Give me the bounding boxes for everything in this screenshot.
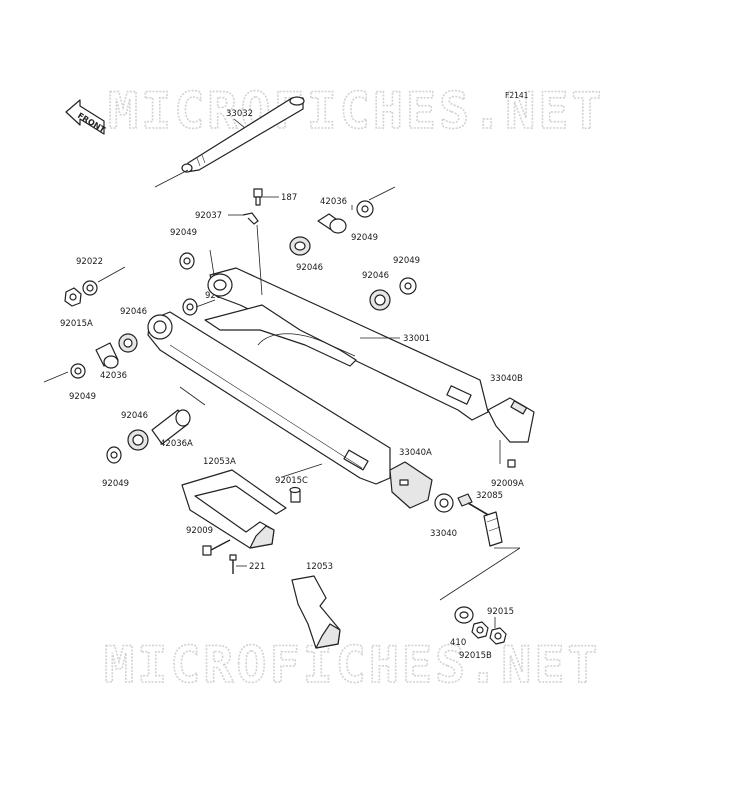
seal-92049-top-right [356, 200, 374, 218]
label-42036-left: 42036 [100, 371, 127, 381]
label-32085: 32085 [476, 491, 503, 501]
label-92049-left: 92049 [69, 392, 96, 402]
block-33040A [389, 461, 433, 509]
label-12053A: 12053A [203, 457, 236, 467]
bolt-92009A [507, 459, 516, 468]
label-92015C: 92015C [275, 476, 308, 486]
label-92046-top: 92046 [296, 263, 323, 273]
bearing-92046-right [369, 289, 391, 311]
bearing-92046-top [289, 236, 311, 256]
label-92046-lower: 92046 [121, 411, 148, 421]
seal-92049-mid-left [182, 298, 198, 316]
plate-33040B [487, 397, 535, 443]
nut-92015 [489, 627, 507, 645]
label-221: 221 [249, 562, 265, 572]
chain-guide-12053 [291, 575, 341, 649]
washer-92022 [82, 280, 98, 296]
label-92049-right: 92049 [393, 256, 420, 266]
front-arrow-icon: FRONT [65, 99, 107, 135]
label-42036-top: 42036 [320, 197, 347, 207]
label-92009A: 92009A [491, 479, 524, 489]
label-92049-upper-left: 92049 [170, 228, 197, 238]
nut-92015A [64, 287, 82, 307]
seal-92049-left [70, 363, 86, 379]
label-92046-left: 92046 [120, 307, 147, 317]
bolt-92009 [202, 539, 231, 556]
label-33040: 33040 [430, 529, 457, 539]
label-92015: 92015 [487, 607, 514, 617]
label-92046-right: 92046 [362, 271, 389, 281]
label-33032: 33032 [226, 109, 253, 119]
label-33040A: 33040A [399, 448, 432, 458]
label-12053: 12053 [306, 562, 333, 572]
label-33001: 33001 [403, 334, 430, 344]
watermark-bottom: MICROFICHES.NET [104, 636, 601, 694]
collar-92015C [289, 486, 301, 503]
bearing-92046-left [118, 333, 138, 353]
washer-410 [454, 606, 474, 624]
pivot-shaft-33032 [181, 96, 305, 173]
label-92049-top-right: 92049 [351, 233, 378, 243]
label-410: 410 [450, 638, 466, 648]
adjuster-33040 [434, 493, 491, 517]
label-92009: 92009 [186, 526, 213, 536]
bearing-92046-lower [127, 429, 149, 451]
label-42036A: 42036A [160, 439, 193, 449]
collar-42036-left [95, 342, 119, 369]
seal-92049-right [399, 277, 417, 295]
label-92015A: 92015A [60, 319, 93, 329]
collar-42036A [151, 409, 191, 445]
seal-92049-lower [106, 446, 122, 464]
figure-code: F2141 [505, 91, 529, 100]
label-92037: 92037 [195, 211, 222, 221]
chain-guide-12053A [181, 469, 287, 549]
label-187: 187 [281, 193, 297, 203]
bolt-187 [253, 188, 263, 206]
slider-32085 [483, 511, 503, 547]
clip-92037 [242, 212, 259, 225]
label-92022: 92022 [76, 257, 103, 267]
swingarm-33001 [147, 267, 489, 485]
label-92015B: 92015B [459, 651, 492, 661]
nut-92015B [471, 621, 489, 639]
label-33040B: 33040B [490, 374, 523, 384]
label-92049-lower: 92049 [102, 479, 129, 489]
collar-42036-top [317, 213, 347, 234]
seal-92049-upper-left [179, 252, 195, 270]
watermark-top: MICROFICHES.NET [108, 82, 605, 140]
screw-221 [229, 554, 237, 574]
